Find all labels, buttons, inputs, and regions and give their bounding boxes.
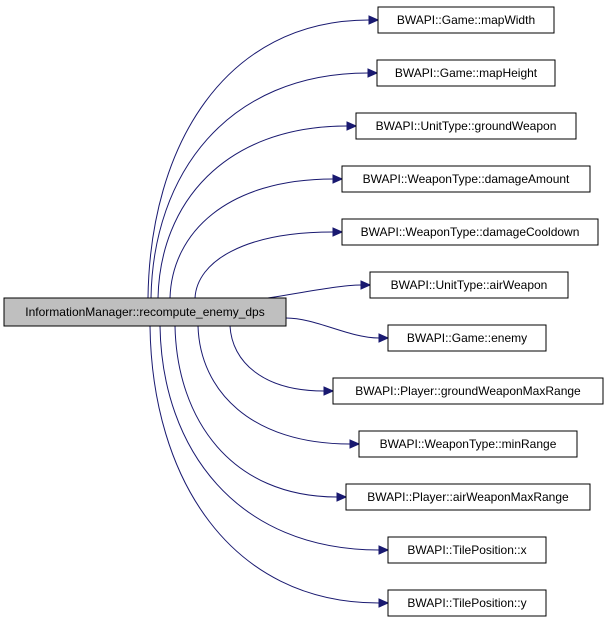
call-edge [157, 125, 348, 299]
call-edge [285, 317, 380, 339]
callee-node-label: BWAPI::UnitType::groundWeapon [376, 119, 557, 133]
arrowhead [332, 174, 344, 184]
arrowhead [368, 15, 380, 25]
callee-node-box [376, 59, 556, 87]
callee-node[interactable]: BWAPI::UnitType::airWeapon [369, 271, 569, 299]
call-edge [150, 72, 369, 299]
node-source-box [3, 297, 287, 327]
arrowhead [378, 545, 390, 555]
callee-node-box [387, 324, 547, 352]
callee-node[interactable]: BWAPI::Game::enemy [387, 324, 547, 352]
callee-node-box [377, 6, 555, 34]
node-source-label: InformationManager::recompute_enemy_dps [25, 305, 264, 319]
callee-node-box [387, 589, 547, 617]
callee-node-label: BWAPI::WeaponType::minRange [380, 437, 557, 451]
arrowhead [367, 68, 379, 78]
arrowhead [349, 439, 361, 449]
callee-node[interactable]: BWAPI::TilePosition::y [387, 589, 547, 617]
callee-node-label: BWAPI::UnitType::airWeapon [391, 278, 548, 292]
call-edge [169, 178, 334, 299]
arrowhead [378, 598, 390, 608]
callee-node[interactable]: BWAPI::Game::mapWidth [377, 6, 555, 34]
call-edge [149, 325, 380, 604]
callee-node[interactable]: BWAPI::Player::airWeaponMaxRange [345, 483, 591, 511]
arrowhead [360, 280, 372, 290]
callee-node-label: BWAPI::Player::airWeaponMaxRange [367, 490, 569, 504]
callee-node-label: BWAPI::TilePosition::y [407, 596, 526, 610]
call-edge [229, 325, 325, 392]
callee-nodes: BWAPI::Game::mapWidthBWAPI::Game::mapHei… [332, 6, 604, 617]
call-edge [197, 325, 351, 445]
arrowhead [378, 333, 390, 343]
callee-node[interactable]: BWAPI::UnitType::groundWeapon [355, 112, 577, 140]
callee-node-box [355, 112, 577, 140]
call-edge [147, 19, 370, 299]
call-edge [159, 325, 380, 551]
callee-node[interactable]: BWAPI::TilePosition::x [387, 536, 547, 564]
callee-node-label: BWAPI::WeaponType::damageCooldown [361, 225, 580, 239]
callee-node-label: BWAPI::Player::groundWeaponMaxRange [355, 384, 581, 398]
callee-node[interactable]: BWAPI::WeaponType::damageCooldown [341, 218, 599, 246]
callee-node-box [345, 483, 591, 511]
callee-node-label: BWAPI::Game::mapWidth [397, 13, 535, 27]
callee-node-box [387, 536, 547, 564]
callee-node[interactable]: BWAPI::WeaponType::minRange [358, 430, 578, 458]
call-edge [174, 325, 338, 498]
callee-node-label: BWAPI::WeaponType::damageAmount [363, 172, 570, 186]
callee-node-box [341, 218, 599, 246]
callee-node[interactable]: BWAPI::Player::groundWeaponMaxRange [332, 377, 604, 405]
call-edges [147, 15, 390, 608]
callee-node-label: BWAPI::Game::enemy [407, 331, 527, 345]
callee-node-label: BWAPI::TilePosition::x [407, 543, 526, 557]
arrowhead [346, 121, 358, 131]
arrowhead [332, 227, 344, 237]
callee-node-label: BWAPI::Game::mapHeight [395, 66, 538, 80]
callee-node-box [358, 430, 578, 458]
callee-node-box [332, 377, 604, 405]
arrowhead [323, 386, 335, 396]
callee-node[interactable]: BWAPI::Game::mapHeight [376, 59, 556, 87]
callee-node-box [341, 165, 591, 193]
arrowhead [336, 492, 348, 502]
node-source[interactable]: InformationManager::recompute_enemy_dps [3, 297, 287, 327]
callee-node-box [369, 271, 569, 299]
call-edge [194, 231, 334, 299]
callee-node[interactable]: BWAPI::WeaponType::damageAmount [341, 165, 591, 193]
